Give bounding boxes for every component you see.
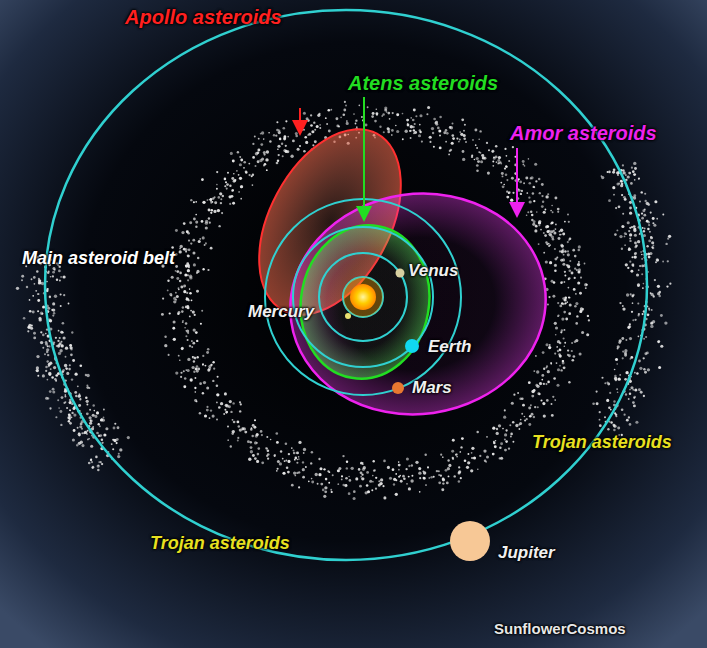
region-label: Trojan asteroids: [150, 533, 290, 554]
planet-label: Mercury: [248, 302, 314, 322]
group-label: Atens asteroids: [348, 72, 498, 95]
planet-label: Eerth: [428, 337, 471, 357]
watermark: SunflowerCosmos: [494, 620, 626, 637]
region-label: Trojan asteroids: [532, 432, 672, 453]
planet-label: Jupiter: [498, 543, 555, 563]
planet-label: Venus: [408, 261, 458, 281]
group-label: Amor asteroids: [510, 122, 657, 145]
region-label: Main asteroid belt: [22, 248, 175, 269]
planet-label: Mars: [412, 378, 452, 398]
group-label: Apollo asteroids: [125, 6, 282, 29]
